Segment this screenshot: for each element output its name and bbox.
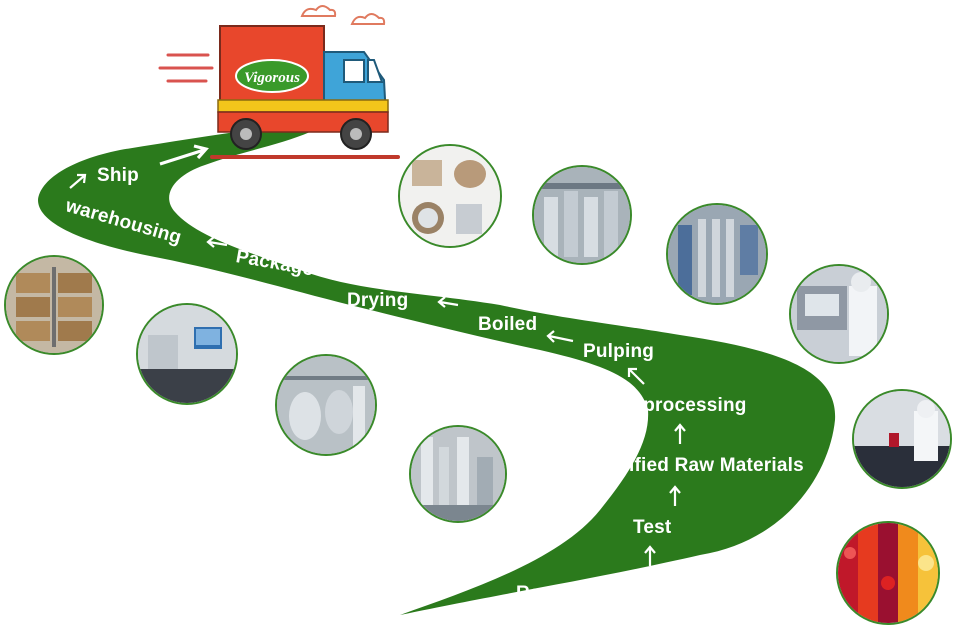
- arrow-right-icon: [159, 144, 209, 166]
- step-receive-raw-materials: Receive Raw Materials: [516, 583, 725, 604]
- photo-tank-equipment: [532, 165, 632, 265]
- arrow-left-icon: [546, 330, 574, 343]
- step-drying: Drying: [347, 290, 409, 311]
- photo-evaporator: [409, 425, 507, 523]
- step-pulping: Pulping: [583, 341, 655, 362]
- step-test: Test: [633, 517, 672, 538]
- arrow-up-right-icon: [69, 173, 87, 189]
- delivery-truck: Vigorous: [210, 25, 400, 159]
- photo-lab-instruments: [136, 303, 238, 405]
- arrow-left-icon: [437, 296, 459, 308]
- arrow-up-left-icon: [627, 367, 645, 385]
- cloud-icon: [300, 5, 386, 25]
- photo-fruit-slices: [836, 521, 940, 625]
- arrow-up-icon: [669, 485, 681, 506]
- photo-boiling-tanks: [275, 354, 377, 456]
- photo-lab-testing: [852, 389, 952, 489]
- photo-packaging-samples: [398, 144, 502, 248]
- photo-filtration-equipment: [666, 203, 768, 305]
- photo-warehouse-shelves: [4, 255, 104, 355]
- step-qualified-raw-materials: Qualified Raw Materials: [586, 455, 804, 476]
- step-spray: Spray: [352, 266, 406, 287]
- photo-lab-analysis: [789, 264, 889, 364]
- arrow-left-icon: [206, 236, 228, 248]
- arrow-up-icon: [644, 545, 656, 566]
- step-boiled: Boiled: [478, 314, 538, 335]
- arrow-left-icon: [325, 268, 345, 280]
- step-preprocessing: Preprocessing: [612, 395, 747, 416]
- winding-road: [38, 122, 836, 615]
- speed-lines: [158, 53, 214, 83]
- step-ship: Ship: [97, 165, 139, 186]
- arrow-up-icon: [674, 423, 686, 444]
- truck-logo-text: Vigorous: [244, 70, 300, 86]
